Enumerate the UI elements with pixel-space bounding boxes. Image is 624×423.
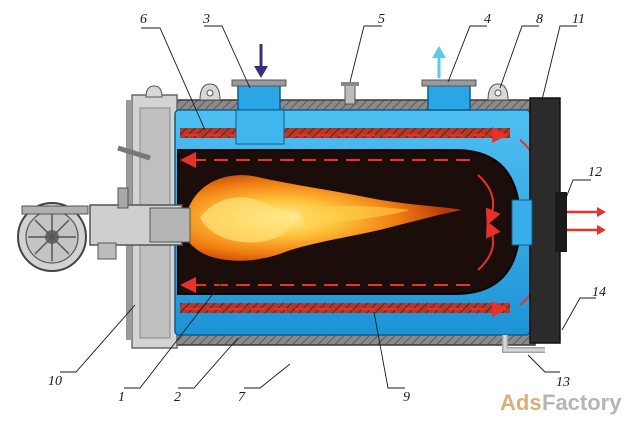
label-5: 5 <box>378 12 385 27</box>
label-12: 12 <box>588 165 602 180</box>
supply-water-outlet <box>421 79 477 111</box>
lifting-lugs <box>145 83 509 101</box>
watermark-ads: Ads <box>500 390 542 415</box>
label-14: 14 <box>592 285 606 300</box>
watermark: Ads Factory <box>500 390 622 415</box>
burner-flame <box>183 175 463 261</box>
label-4: 4 <box>484 12 491 27</box>
label-9: 9 <box>403 390 410 405</box>
label-6: 6 <box>140 12 147 27</box>
label-8: 8 <box>536 12 543 27</box>
leader-lines <box>60 25 596 389</box>
label-2: 2 <box>174 390 181 405</box>
return-water-inlet <box>231 79 287 145</box>
arrow-down-icon <box>254 44 268 78</box>
label-10: 10 <box>48 374 62 389</box>
flue-gas-outlet <box>555 192 606 252</box>
drain-pipe <box>502 335 545 353</box>
callout-labels: 6 3 5 4 8 11 12 14 10 1 2 7 9 13 <box>48 12 606 405</box>
smoke-tube-bank-top <box>180 128 510 138</box>
arrow-up-icon <box>432 46 446 78</box>
label-13: 13 <box>556 375 570 390</box>
label-7: 7 <box>238 390 246 405</box>
safety-nozzle <box>341 82 359 105</box>
watermark-factory: Factory <box>542 390 622 415</box>
label-1: 1 <box>118 390 125 405</box>
burner-fan-icon <box>17 145 191 272</box>
label-11: 11 <box>572 12 585 27</box>
label-3: 3 <box>202 12 210 27</box>
